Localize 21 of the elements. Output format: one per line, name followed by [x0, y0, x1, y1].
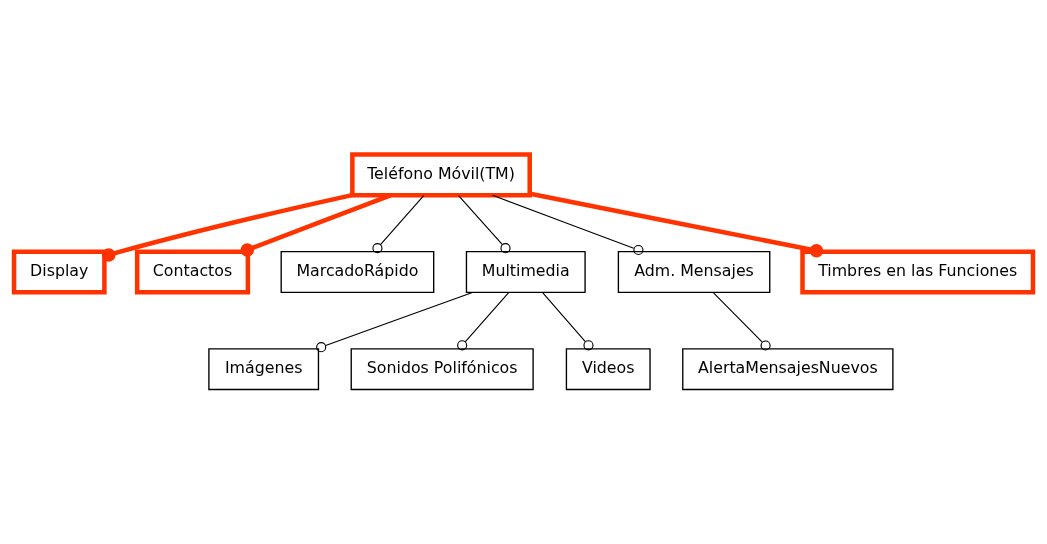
connector [372, 195, 425, 254]
node-box: Teléfono Móvil(TM) [350, 152, 532, 198]
connector [492, 194, 644, 256]
connector [712, 292, 771, 351]
connector [457, 292, 509, 351]
node-box: AlertaMensajesNuevos [682, 348, 894, 391]
node-box: Imágenes [208, 348, 320, 391]
node-box: Videos [565, 348, 651, 391]
node-box: Multimedia [465, 251, 586, 293]
connector [529, 191, 824, 258]
node-box: Timbres en las Funciones [800, 249, 1036, 295]
node-box: MarcadoRápido [280, 251, 435, 293]
node-box: Contactos [134, 249, 251, 295]
connector [316, 291, 473, 353]
connector [542, 292, 594, 351]
node-box: Display [11, 249, 107, 295]
connector [458, 195, 511, 254]
connector [101, 192, 353, 262]
connector [240, 193, 392, 257]
node-box: Adm. Mensajes [617, 251, 771, 293]
node-box: Sonidos Polifónicos [350, 348, 534, 391]
